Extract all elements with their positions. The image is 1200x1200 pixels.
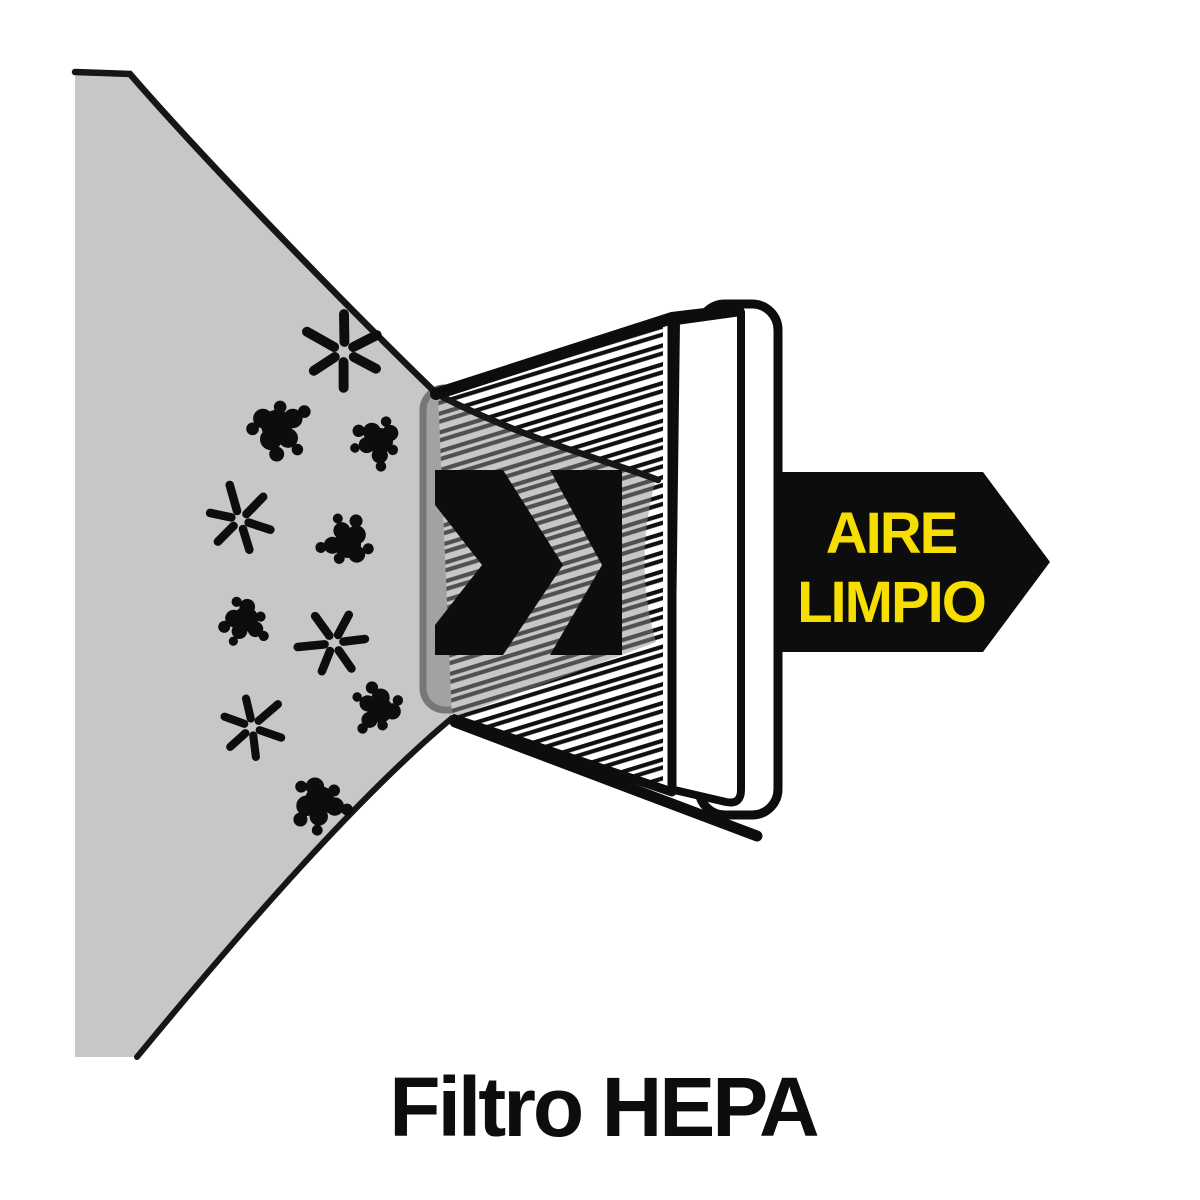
top-silhouette-edge xyxy=(430,304,744,400)
clean-air-label-line2: LIMPIO xyxy=(797,570,985,635)
diagram-caption: Filtro HEPA xyxy=(389,1060,818,1154)
dirty-air-cone xyxy=(75,72,656,1057)
cone-bottom-edge xyxy=(134,715,455,1060)
clean-air-label-line1: AIRE xyxy=(826,501,957,566)
right-arrow-banner-icon: AIRE LIMPIO xyxy=(775,472,1050,652)
chevron-2 xyxy=(550,470,622,655)
media-outline xyxy=(450,318,677,797)
bottom-silhouette-edge xyxy=(449,716,763,842)
clean-air-arrow-shape xyxy=(775,472,1050,652)
chevron-1 xyxy=(435,470,563,655)
cone-top-edge xyxy=(71,68,662,484)
filter-frame-front xyxy=(666,308,745,807)
double-chevron-right-icon xyxy=(435,470,622,655)
